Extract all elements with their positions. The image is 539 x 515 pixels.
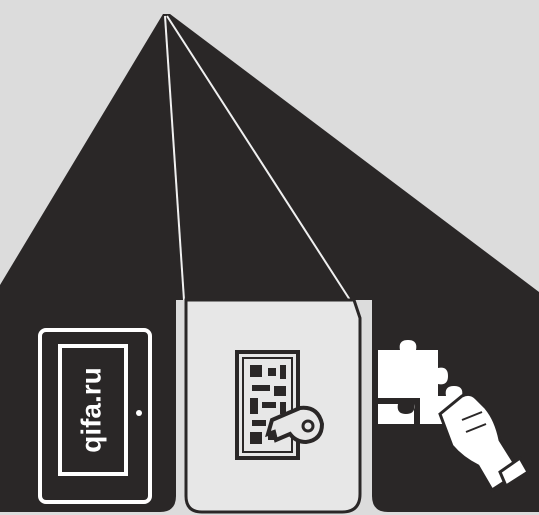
left-beam <box>0 14 184 300</box>
tablet-screen-text: qifa.ru <box>75 367 106 453</box>
